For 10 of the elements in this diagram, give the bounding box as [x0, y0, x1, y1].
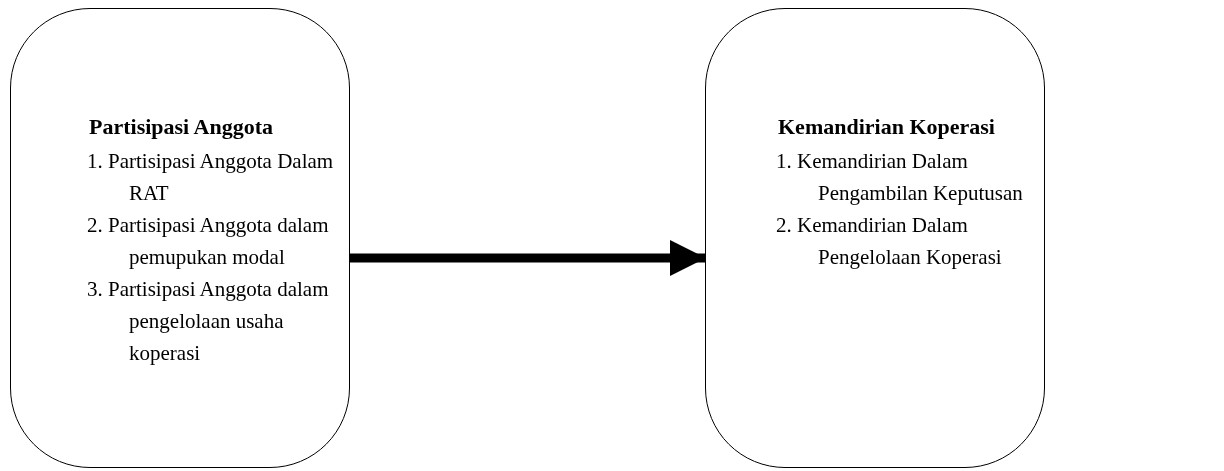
- list-item: 1. Partisipasi Anggota Dalam RAT: [87, 148, 335, 207]
- rounded-box: [10, 8, 350, 468]
- list-item: 2. Partisipasi Anggota dalam pemupukan modal: [87, 212, 330, 271]
- list-item: 3. Partisipasi Anggota dalam pengelolaan usaha koperasi: [87, 276, 330, 367]
- list-item: 1. Kemandirian Dalam Pengambilan Keputusan: [776, 148, 1024, 207]
- arrow: [350, 240, 706, 276]
- box-heading: Partisipasi Anggota: [89, 113, 273, 141]
- box-heading: Kemandirian Koperasi: [778, 113, 995, 141]
- rounded-box: [705, 8, 1045, 468]
- list-item: 2. Kemandirian Dalam Pengelolaan Koperasi: [776, 212, 1003, 271]
